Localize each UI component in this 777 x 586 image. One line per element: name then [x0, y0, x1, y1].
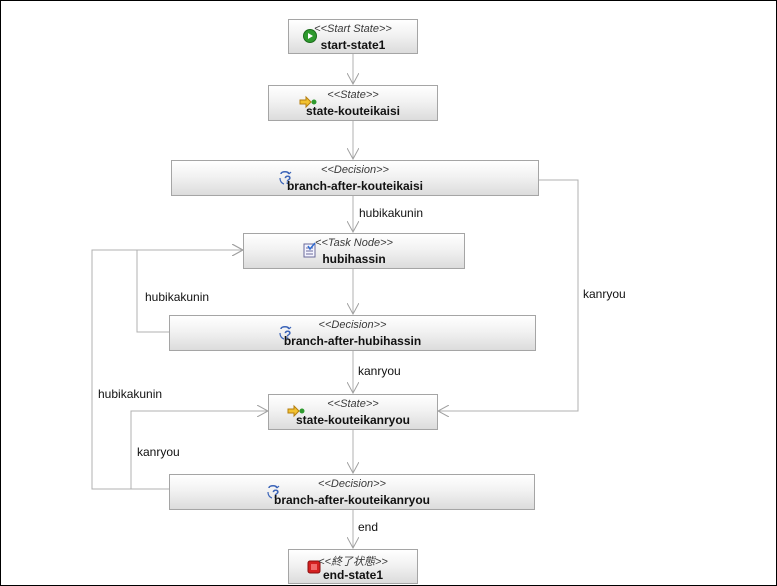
node-name: start-state1: [320, 38, 386, 52]
edge-label-dec1-to-state2: kanryou: [583, 287, 626, 301]
edge-label-dec2-loop-task: hubikakunin: [145, 290, 210, 304]
edge-label-dec3-loop-task: hubikakunin: [98, 387, 163, 401]
node-stereotype: <<Decision>>: [318, 319, 387, 331]
decision-icon: ?: [278, 170, 296, 187]
node-stereotype: <<Start State>>: [314, 23, 392, 35]
node-stereotype: <<State>>: [327, 398, 379, 410]
node-state-kouteikanryou[interactable]: <<State>> state-kouteikanryou: [268, 394, 438, 430]
node-end-state1[interactable]: <<終了状態>> end-state1: [288, 549, 418, 584]
node-branch-after-kouteikaisi[interactable]: ? <<Decision>> branch-after-kouteikaisi: [171, 160, 539, 196]
node-state-kouteikaisi[interactable]: <<State>> state-kouteikaisi: [268, 85, 438, 121]
node-start-state1[interactable]: <<Start State>> start-state1: [288, 19, 418, 54]
node-stereotype: <<Task Node>>: [315, 237, 393, 249]
svg-text:?: ?: [284, 173, 291, 186]
svg-text:?: ?: [272, 487, 279, 500]
task-node-icon: [302, 242, 318, 258]
edge-label-dec3-to-end: end: [358, 520, 379, 534]
node-stereotype: <<Decision>>: [321, 164, 389, 176]
node-name: state-kouteikanryou: [295, 413, 411, 427]
node-name: state-kouteikaisi: [305, 104, 401, 118]
node-stereotype: <<Decision>>: [318, 478, 386, 490]
node-name: end-state1: [322, 568, 384, 582]
start-play-icon: [303, 29, 317, 43]
node-name: branch-after-hubihassin: [283, 334, 422, 348]
node-hubihassin[interactable]: <<Task Node>> hubihassin: [243, 233, 465, 269]
edge-label-dec1-to-task: hubikakunin: [359, 206, 424, 220]
node-stereotype: <<State>>: [327, 89, 379, 101]
state-arrow-icon: [287, 404, 305, 418]
node-name: branch-after-kouteikanryou: [273, 493, 431, 507]
node-branch-after-hubihassin[interactable]: ? <<Decision>> branch-after-hubihassin: [169, 315, 536, 351]
decision-icon: ?: [278, 325, 296, 342]
node-stereotype: <<終了状態>>: [318, 556, 388, 568]
node-branch-after-kouteikanryou[interactable]: ? <<Decision>> branch-after-kouteikanryo…: [169, 474, 535, 510]
edge-dec1-to-state2: [438, 179, 579, 411]
node-name: branch-after-kouteikaisi: [286, 179, 424, 193]
svg-text:?: ?: [284, 328, 291, 341]
edge-label-dec3-to-state2: kanryou: [137, 445, 180, 459]
edge-dec3-to-state2: [130, 411, 268, 490]
decision-icon: ?: [266, 484, 284, 501]
edge-label-dec2-to-state2: kanryou: [358, 364, 401, 378]
state-arrow-icon: [299, 95, 317, 109]
node-name: hubihassin: [322, 252, 386, 266]
end-stop-icon: [307, 560, 321, 574]
